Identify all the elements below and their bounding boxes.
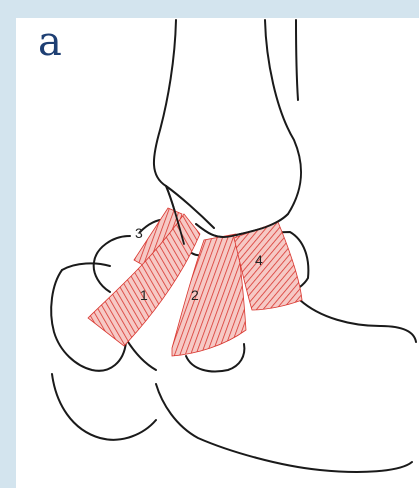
tibia-outline (196, 20, 301, 237)
calcaneus-upper-outline (300, 300, 416, 342)
ligament-4 (234, 222, 302, 310)
ligament-label-3: 3 (135, 225, 143, 241)
ligament-label-2: 2 (191, 287, 199, 303)
ligament-label-1: 1 (140, 287, 148, 303)
fibula-outline (154, 20, 214, 228)
cuboid-outline (62, 263, 110, 270)
lower-forefoot-outline (52, 374, 156, 440)
tibia-inner-edge (296, 20, 298, 100)
calcaneus-outline (156, 384, 412, 472)
ligament-label-4: 4 (255, 252, 263, 268)
